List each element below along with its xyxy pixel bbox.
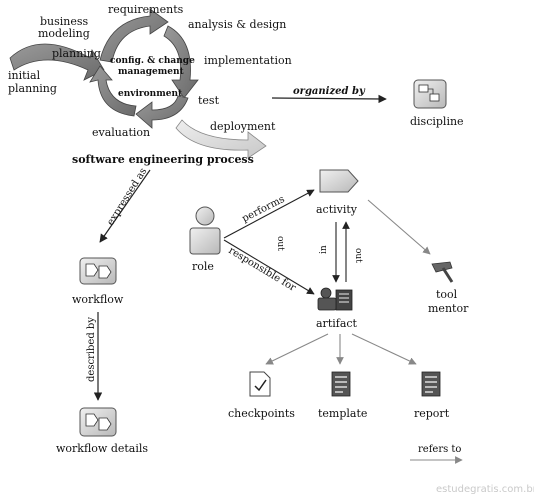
watermark: estudegratis.com.br xyxy=(436,484,534,495)
node-workflow-details: workflow details xyxy=(56,442,148,455)
phase-deployment: deployment xyxy=(210,120,276,133)
phase-initial-planning-1: initial xyxy=(8,69,41,82)
label-expressed-as: expressed as xyxy=(105,166,149,227)
checklist-icon xyxy=(249,371,271,397)
node-workflow: workflow xyxy=(72,293,124,306)
label-responsible-for: responsible for xyxy=(226,245,297,294)
node-template: template xyxy=(318,407,367,420)
evaluation-arc xyxy=(89,65,137,117)
template-node: template xyxy=(318,371,367,420)
role-node: role xyxy=(189,206,221,273)
initial-planning-arrow xyxy=(9,43,105,81)
requirements-arc xyxy=(99,8,169,63)
role-person-icon xyxy=(189,206,221,255)
workflow-icon xyxy=(79,257,117,285)
phase-evaluation: evaluation xyxy=(92,126,150,139)
workflow-node: workflow xyxy=(72,257,124,306)
center-config-1: config. & change xyxy=(110,56,195,66)
test-arc xyxy=(135,95,189,129)
activity-artifact-relations: out in out xyxy=(275,221,363,283)
center-config-2: management xyxy=(118,67,185,77)
phase-planning: planning xyxy=(52,47,101,60)
legend-refers-to: refers to xyxy=(410,444,463,464)
label-organized-by: organized by xyxy=(293,86,366,97)
hammer-icon xyxy=(431,261,454,283)
organized-by-relation: organized by xyxy=(271,86,387,104)
label-out-2: out xyxy=(353,248,363,263)
workflow-details-node: workflow details xyxy=(56,407,148,455)
phase-initial-planning-2: planning xyxy=(8,82,57,95)
process-title: software engineering process xyxy=(72,153,254,166)
label-refers-to: refers to xyxy=(418,444,461,455)
node-tool-mentor-1: tool xyxy=(436,288,458,301)
label-described-by: described by xyxy=(86,317,97,382)
node-activity: activity xyxy=(316,203,358,216)
node-report: report xyxy=(414,407,450,420)
node-artifact: artifact xyxy=(316,317,358,330)
performs-relation: performs xyxy=(223,189,315,239)
process-cycle: requirements analysis & design implement… xyxy=(8,3,292,166)
node-tool-mentor-2: mentor xyxy=(428,302,469,315)
described-by-relation: described by xyxy=(86,312,103,401)
phase-business-modeling-2: modeling xyxy=(38,27,90,40)
phase-implementation: implementation xyxy=(204,54,292,67)
center-environment: environment xyxy=(118,89,183,99)
artifact-node: artifact xyxy=(316,287,358,330)
node-discipline: discipline xyxy=(410,115,464,128)
activity-node: activity xyxy=(316,169,359,216)
deployment-arrow xyxy=(175,119,267,159)
discipline-node: discipline xyxy=(410,79,464,128)
expressed-as-relation: expressed as xyxy=(99,166,151,243)
document-icon xyxy=(331,371,351,397)
phase-business-modeling-1: business xyxy=(40,15,89,28)
report-node: report xyxy=(414,371,450,420)
artifact-derived-relations xyxy=(265,333,417,365)
phase-analysis-design: analysis & design xyxy=(188,18,286,31)
tool-mentor-node: tool mentor xyxy=(428,261,469,315)
phase-requirements: requirements xyxy=(108,3,184,16)
activity-pentagon-icon xyxy=(319,169,359,193)
phase-test: test xyxy=(198,94,220,107)
tool-mentor-relation xyxy=(367,199,431,255)
responsible-for-relation: responsible for xyxy=(223,239,315,295)
label-performs: performs xyxy=(240,194,286,225)
discipline-icon xyxy=(413,79,447,109)
checkpoints-node: checkpoints xyxy=(228,371,295,420)
node-checkpoints: checkpoints xyxy=(228,407,295,420)
label-out-1: out xyxy=(275,236,285,251)
workflow-details-icon xyxy=(79,407,117,437)
node-role: role xyxy=(192,260,214,273)
document-icon xyxy=(421,371,441,397)
label-in: in xyxy=(319,245,329,254)
artifact-icon xyxy=(317,287,353,311)
